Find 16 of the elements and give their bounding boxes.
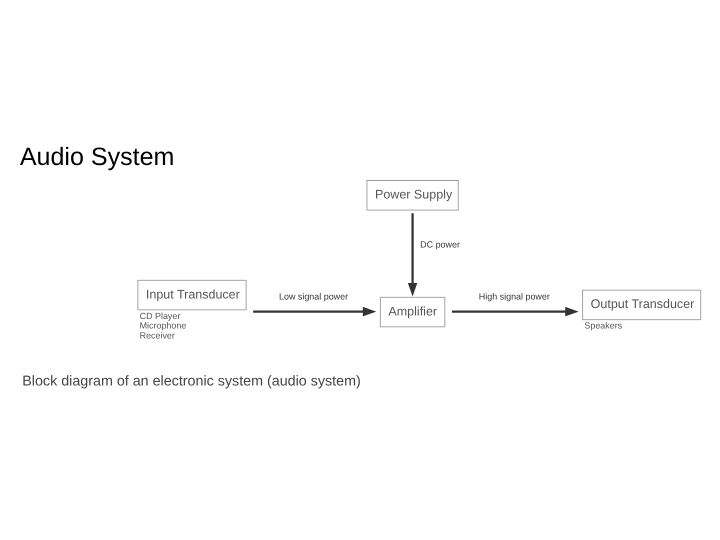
arrow xyxy=(452,306,579,316)
node-label: Speakers xyxy=(584,320,622,331)
node-box: Power Supply xyxy=(366,180,459,210)
node-label: Microphone xyxy=(140,320,186,331)
node-box: Input Transducer xyxy=(137,280,247,310)
node-box: Output Transducer xyxy=(582,290,702,320)
arrow xyxy=(253,306,376,316)
node-label: Receiver xyxy=(140,330,175,340)
arrow xyxy=(408,213,418,296)
caption: Block diagram of an electronic system (audio system) xyxy=(22,374,361,390)
node-label: CD Player xyxy=(140,310,180,321)
edge-label: High signal power xyxy=(478,292,550,302)
edge-label: Low signal power xyxy=(279,292,348,302)
diagram-title: Audio System xyxy=(20,143,174,172)
edge-label: DC power xyxy=(420,240,460,250)
node-box: Amplifier xyxy=(380,296,446,328)
